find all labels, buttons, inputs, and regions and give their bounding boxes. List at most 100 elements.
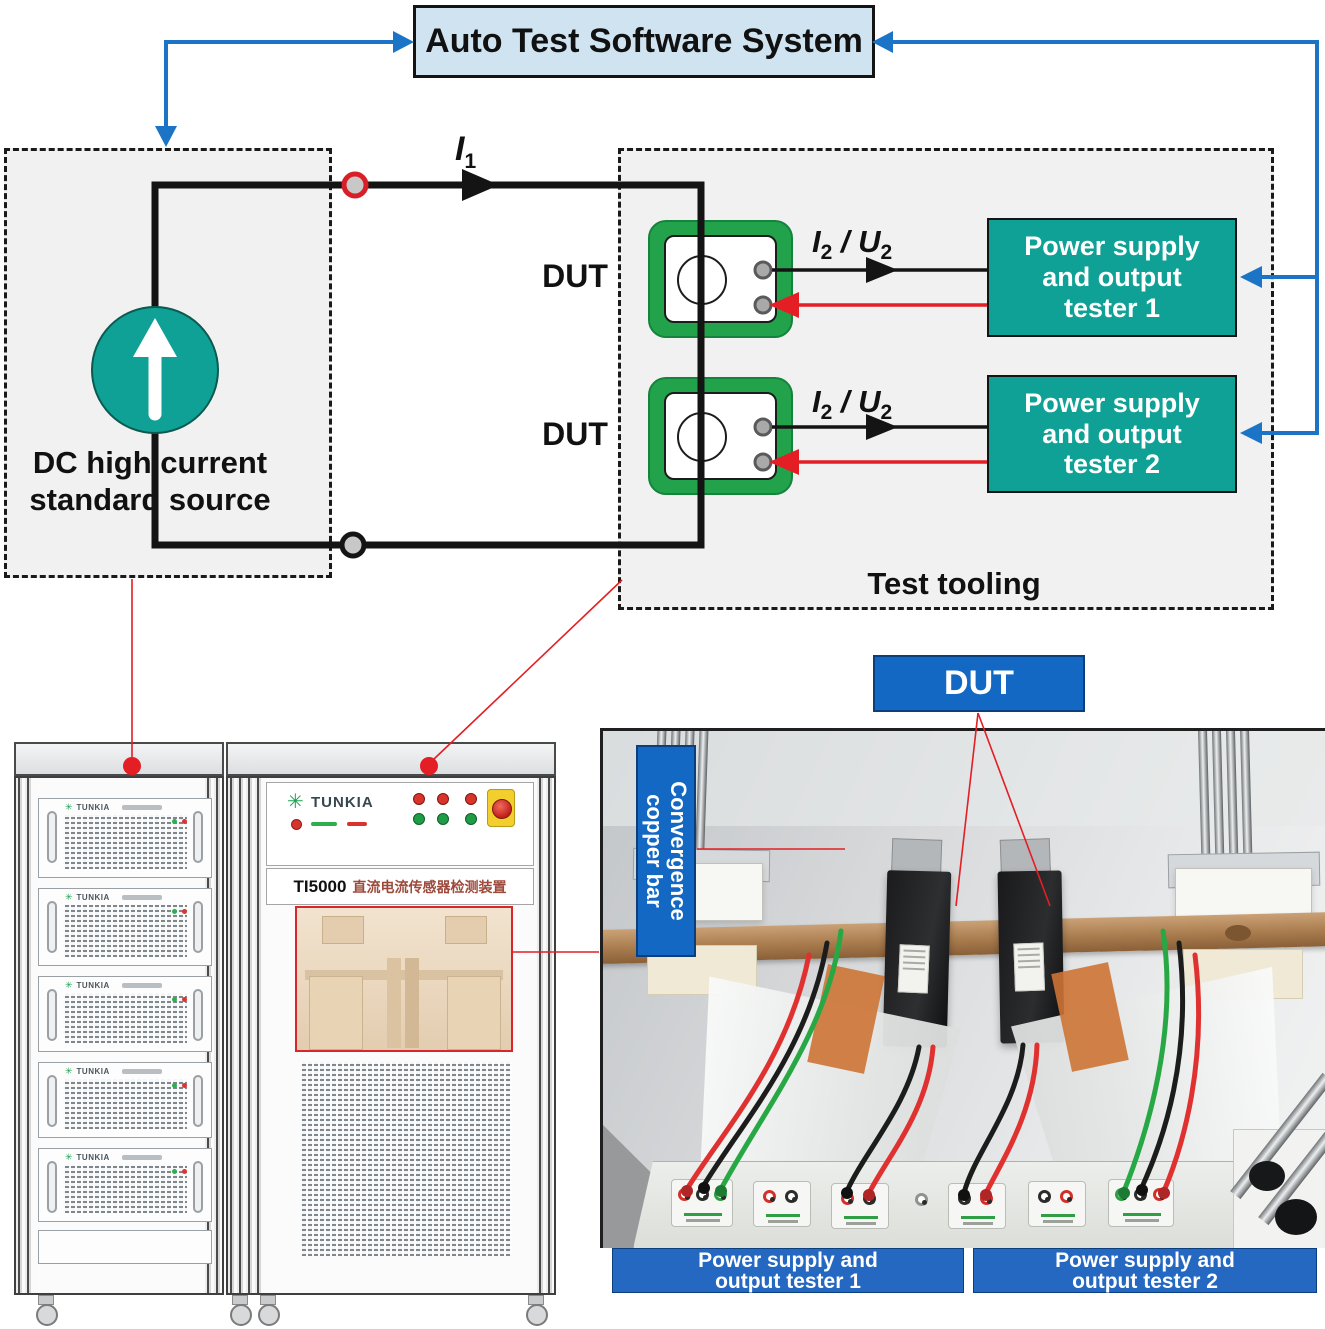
rack1-blank-panel bbox=[38, 1230, 212, 1264]
indicator-red-1 bbox=[413, 793, 425, 805]
banner2-line1: Power supply and bbox=[1055, 1248, 1235, 1272]
center-jack bbox=[915, 1193, 928, 1206]
red-jack bbox=[1060, 1190, 1073, 1203]
terminal-caption-text-bar bbox=[963, 1222, 993, 1225]
module1-model-bar bbox=[121, 804, 162, 810]
module1-red-led bbox=[182, 819, 187, 824]
tunkia-logo-icon: ✳ bbox=[65, 1151, 73, 1162]
terminal-caption-line bbox=[961, 1216, 995, 1219]
terminal-caption-line bbox=[766, 1214, 800, 1217]
rack2-fixture-window bbox=[295, 906, 513, 1052]
module3-brand: TUNKIA bbox=[76, 980, 110, 990]
tester1-line1: Power supply bbox=[1024, 231, 1200, 262]
copper-bar-label-rotated: Convergence copper bar bbox=[642, 746, 691, 956]
rack2-right-rail bbox=[537, 778, 554, 1293]
module4-red-led bbox=[182, 1083, 187, 1088]
tunkia-logo-icon: ✳ bbox=[65, 891, 73, 902]
fixture-busbar bbox=[305, 970, 503, 980]
red-lead bbox=[684, 952, 812, 1192]
module4-brand: TUNKIA bbox=[76, 1066, 110, 1076]
i1-label: I1 bbox=[455, 130, 476, 174]
module1-left-handle bbox=[47, 811, 57, 863]
dut-sensor-1 bbox=[648, 220, 793, 338]
emergency-stop-icon bbox=[487, 789, 515, 827]
test-leads bbox=[681, 928, 1202, 1201]
caster-wheel bbox=[526, 1304, 548, 1326]
terminal-caption-line bbox=[1123, 1213, 1161, 1216]
copper-bar-hole bbox=[1225, 925, 1251, 941]
module1-logo: ✳TUNKIA bbox=[65, 802, 162, 812]
emergency-stop-button bbox=[492, 799, 512, 819]
terminal-caption-text-bar bbox=[686, 1219, 720, 1222]
rack2-top-cap bbox=[226, 742, 556, 776]
module1-vent-grille bbox=[63, 815, 187, 869]
red-lead bbox=[866, 1044, 936, 1196]
module2-model-bar bbox=[121, 894, 162, 900]
module2-vent-grille bbox=[63, 905, 187, 957]
red-lead bbox=[983, 1042, 1040, 1196]
fixture-tab-right bbox=[445, 916, 487, 944]
terminal-caption-line bbox=[684, 1213, 722, 1216]
module2-red-led bbox=[182, 909, 187, 914]
terminal-group-5 bbox=[1028, 1181, 1086, 1227]
module2-brand: TUNKIA bbox=[76, 892, 110, 902]
module4-right-handle bbox=[193, 1075, 203, 1127]
rack1-module-2: ✳TUNKIA bbox=[38, 888, 212, 966]
module4-left-handle bbox=[47, 1075, 57, 1127]
tunkia-logo-icon: ✳ bbox=[65, 1065, 73, 1076]
module1-green-led bbox=[172, 819, 177, 824]
indicator-red-3 bbox=[465, 793, 477, 805]
terminal-caption-line bbox=[1041, 1214, 1075, 1217]
auto-test-software-box: Auto Test Software System bbox=[413, 5, 875, 78]
module3-red-led bbox=[182, 997, 187, 1002]
module1-right-handle bbox=[193, 811, 203, 863]
module4-green-led bbox=[172, 1083, 177, 1088]
i2-symbol: I bbox=[812, 224, 821, 259]
rack1-top-cap bbox=[14, 742, 224, 776]
tester2-line2: and output bbox=[1042, 418, 1182, 449]
arrow-into-software-left bbox=[393, 31, 414, 53]
terminal-caption-text-bar bbox=[1043, 1220, 1073, 1223]
arrow-into-dc-source bbox=[155, 126, 177, 147]
module4-model-bar bbox=[121, 1068, 162, 1074]
photo-dut-label: DUT bbox=[873, 655, 1085, 712]
i2u2-label-1: I2 / U2 bbox=[812, 224, 892, 265]
dut2-text: DUT bbox=[542, 416, 608, 452]
indicator-green-2 bbox=[437, 813, 449, 825]
sensor1-aperture-icon bbox=[677, 255, 727, 305]
i2-subscript-b: 2 bbox=[820, 401, 833, 425]
black-jack bbox=[1038, 1190, 1051, 1203]
green-lead bbox=[718, 928, 844, 1192]
u2-subscript: 2 bbox=[880, 241, 893, 265]
tester2-box: Power supply and output tester 2 bbox=[987, 375, 1237, 493]
black-lead bbox=[701, 940, 830, 1188]
rack2-vent-grille bbox=[300, 1062, 512, 1256]
lead-clips bbox=[681, 1182, 1170, 1201]
rod-socket bbox=[1249, 1161, 1285, 1191]
rack2-left-rail bbox=[228, 778, 264, 1293]
indicator-green-1 bbox=[413, 813, 425, 825]
dut1-label: DUT bbox=[530, 258, 620, 295]
black-lead bbox=[844, 1044, 922, 1194]
i2u2-label-2: I2 / U2 bbox=[812, 384, 892, 425]
terminal-group-3 bbox=[831, 1183, 889, 1229]
terminal-caption-text-bar bbox=[1125, 1219, 1159, 1222]
control-bus-left bbox=[164, 40, 408, 138]
dc-source-label: DC high current standard source bbox=[10, 444, 290, 518]
rod-socket bbox=[1275, 1199, 1317, 1235]
tester1-line2: and output bbox=[1042, 262, 1182, 293]
module2-green-led bbox=[172, 909, 177, 914]
black-lead bbox=[1139, 940, 1186, 1190]
module2-left-handle bbox=[47, 901, 57, 953]
module4-vent-grille bbox=[63, 1079, 187, 1129]
dc-source-line1: DC high current bbox=[32, 445, 268, 480]
i1-arrowhead-icon bbox=[462, 169, 499, 201]
module5-right-handle bbox=[193, 1161, 203, 1213]
sensor2-aperture-icon bbox=[677, 412, 727, 462]
caster-wheel bbox=[258, 1304, 280, 1326]
test-tooling-text: Test tooling bbox=[867, 566, 1041, 601]
module5-logo: ✳TUNKIA bbox=[65, 1152, 162, 1162]
module1-brand: TUNKIA bbox=[76, 802, 110, 812]
rack1-module-3: ✳TUNKIA bbox=[38, 976, 212, 1052]
